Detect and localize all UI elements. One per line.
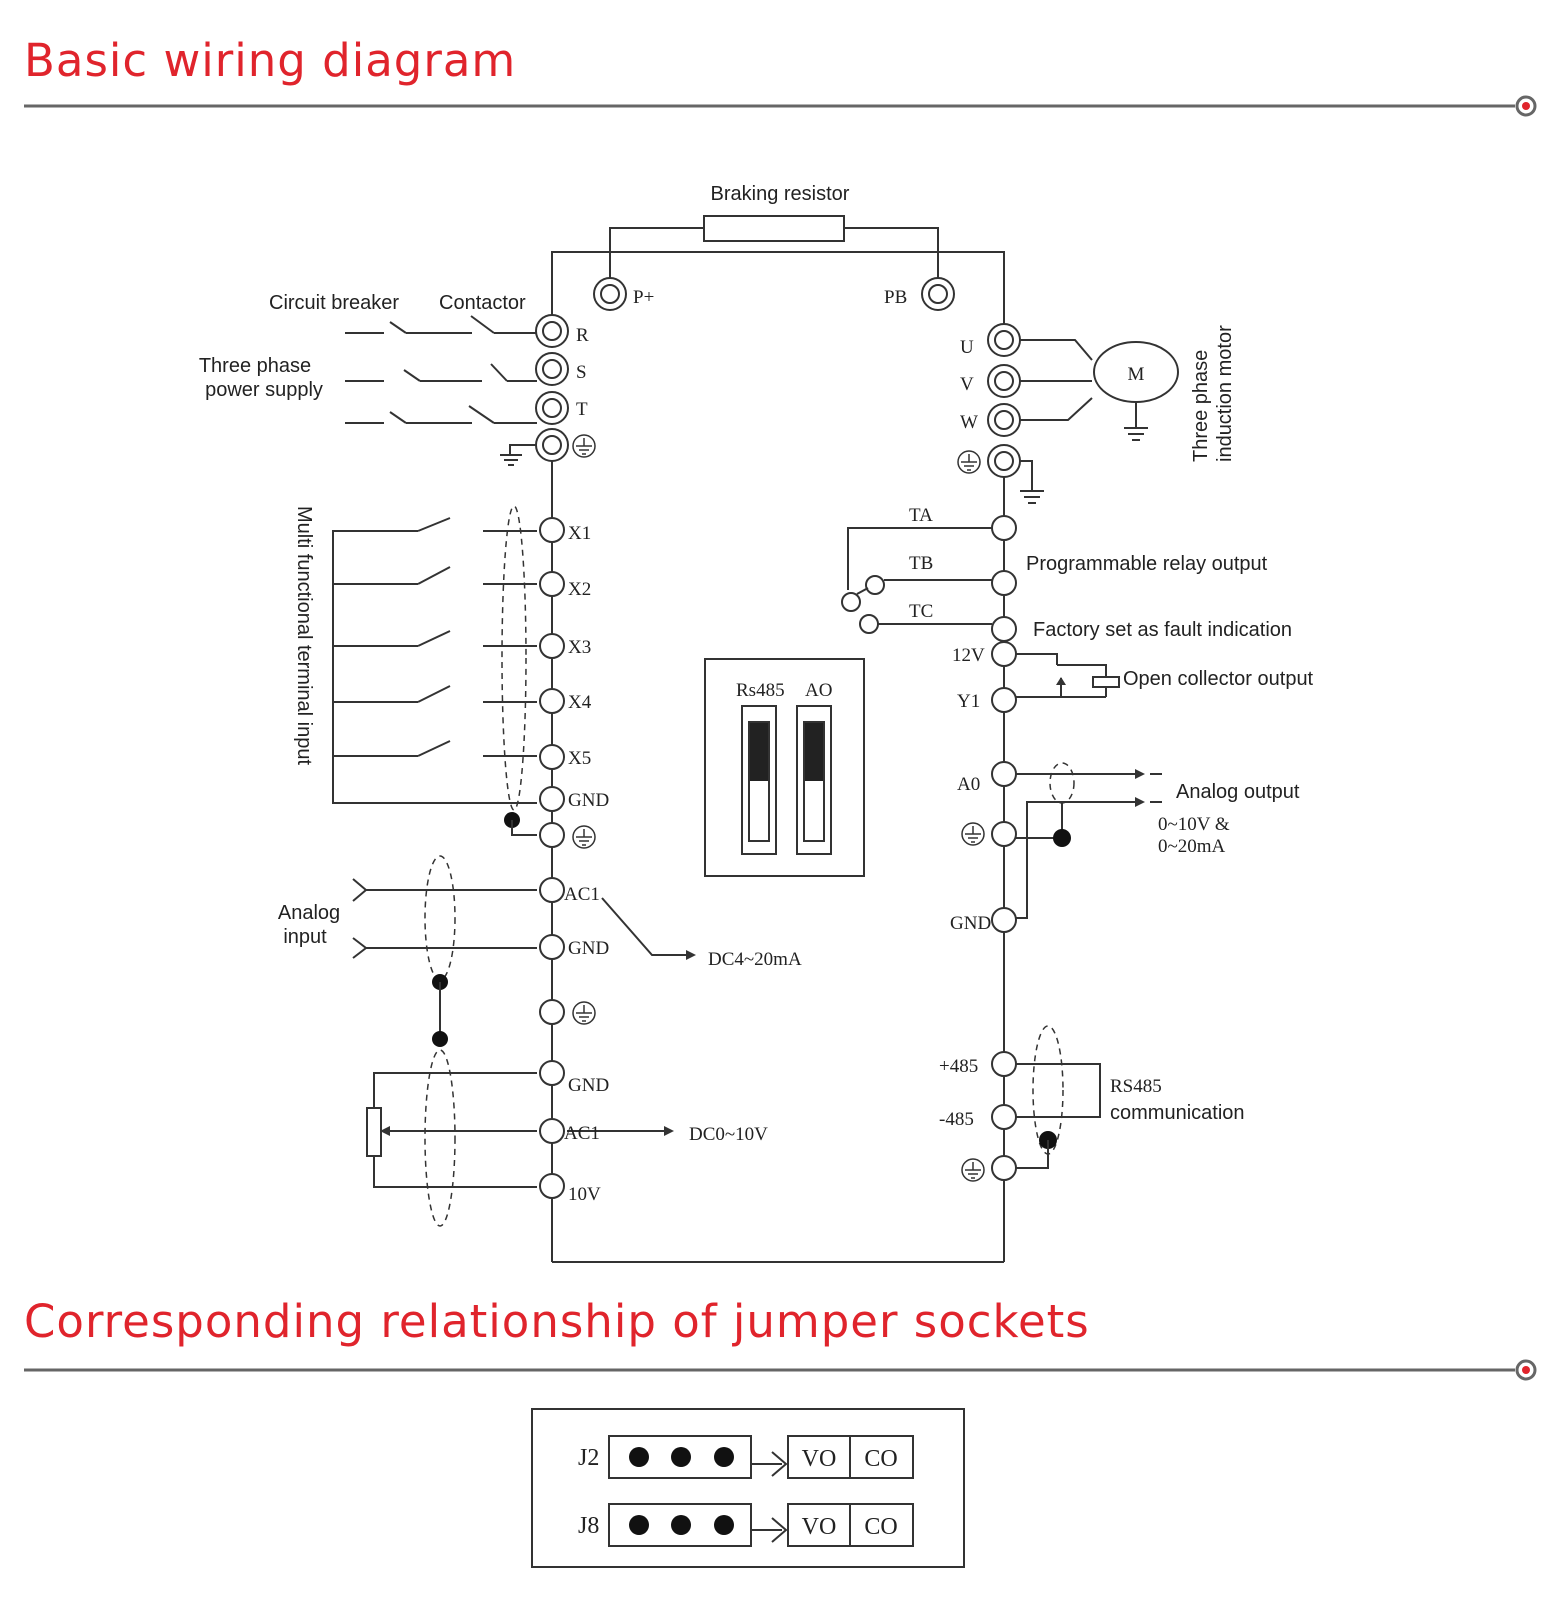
terminal-s: S	[576, 362, 587, 383]
relay-output-label: Programmable relay output	[1026, 553, 1268, 575]
terminal-r: R	[576, 325, 589, 346]
analog-input-wiring	[352, 855, 696, 1047]
analog-input-terminals	[539, 877, 565, 1025]
motor-m-label: M	[1128, 364, 1145, 385]
drive-outline	[551, 251, 1005, 1263]
analog-input-label-line2: input	[283, 926, 327, 948]
terminal-ac1-current: AC1	[564, 884, 600, 905]
terminal-gnd-output: GND	[950, 913, 991, 934]
terminal-ac1-voltage: AC1	[564, 1123, 600, 1144]
voltage-input-terminals	[539, 1060, 565, 1199]
terminal-ta: TA	[909, 505, 933, 526]
jumper-j8-label: J8	[578, 1513, 599, 1539]
heading-wiring-diagram: Basic wiring diagram	[24, 34, 517, 87]
terminal-10v: 10V	[568, 1184, 601, 1205]
terminal-plus-485: +485	[939, 1056, 978, 1077]
terminal-ao: A0	[957, 774, 980, 795]
contactor-label: Contactor	[439, 292, 526, 314]
ground-symbol-input	[500, 434, 596, 466]
main-terminals-rst	[535, 314, 569, 462]
multi-input-switches	[332, 505, 537, 836]
jumper-j2-vo: VO	[802, 1446, 837, 1472]
multi-input-label: Multi functional terminal input	[293, 506, 315, 765]
input-terminals	[539, 517, 565, 848]
terminal-tc: TC	[909, 601, 933, 622]
fault-indication-label: Factory set as fault indication	[1033, 619, 1292, 641]
jumper-j8-vo: VO	[802, 1514, 837, 1540]
heading-rule-jumper	[24, 1359, 1537, 1381]
circuit-breaker-label: Circuit breaker	[269, 292, 399, 314]
relay-output-wiring	[841, 527, 992, 634]
dc-current-label: DC4~20mA	[708, 949, 802, 970]
relay-terminals	[991, 515, 1017, 642]
rs485-wiring	[1016, 1025, 1101, 1169]
rs485-label-line1: RS485	[1110, 1076, 1162, 1097]
jumper-j8-co: CO	[864, 1514, 897, 1540]
dip-label-ao: AO	[805, 680, 832, 701]
heading-rule-wiring	[24, 95, 1537, 117]
dip-switch-box	[704, 658, 865, 877]
terminal-pb: PB	[884, 287, 907, 308]
potentiometer-wiring	[366, 1049, 674, 1227]
rs485-label-line2: communication	[1110, 1102, 1245, 1124]
terminal-x2: X2	[568, 579, 591, 600]
terminal-y1: Y1	[957, 691, 980, 712]
heading-jumper-sockets: Corresponding relationship of jumper soc…	[24, 1295, 1090, 1348]
analog-input-label-line1: Analog	[278, 902, 340, 924]
terminal-t: T	[576, 399, 588, 420]
motor-terminals-uvw	[987, 323, 1093, 504]
braking-resistor	[593, 215, 955, 311]
terminal-minus-485: -485	[939, 1109, 974, 1130]
terminal-x1: X1	[568, 523, 591, 544]
terminal-gnd-analog: GND	[568, 938, 609, 959]
power-input-lines	[345, 315, 537, 424]
terminal-u: U	[960, 337, 974, 358]
power-supply-label-line2: power supply	[205, 379, 323, 401]
ground-symbol-motor	[957, 450, 981, 474]
motor-label-line1: Three phase	[1190, 350, 1212, 462]
terminal-gnd-input: GND	[568, 790, 609, 811]
analog-output-terminals	[991, 761, 1017, 933]
open-collector-label: Open collector output	[1123, 668, 1314, 690]
jumper-j2-row	[608, 1435, 914, 1479]
terminal-x5: X5	[568, 748, 591, 769]
open-collector-terminals	[991, 641, 1017, 713]
terminal-w: W	[960, 412, 978, 433]
dc-voltage-label: DC0~10V	[689, 1124, 768, 1145]
ground-symbol-rs485	[961, 1158, 985, 1182]
terminal-p-plus: P+	[633, 287, 654, 308]
terminal-12v: 12V	[952, 645, 985, 666]
terminal-tb: TB	[909, 553, 933, 574]
ground-symbol-analog	[572, 1001, 596, 1025]
power-supply-label-line1: Three phase	[199, 355, 311, 377]
terminal-gnd-pot: GND	[568, 1075, 609, 1096]
analog-range-line1: 0~10V &	[1158, 814, 1230, 835]
analog-range-line2: 0~20mA	[1158, 836, 1226, 857]
jumper-j2-co: CO	[864, 1446, 897, 1472]
jumper-box	[531, 1408, 965, 1568]
ground-symbol-ao	[961, 822, 985, 846]
terminal-v: V	[960, 374, 974, 395]
open-collector-wiring	[1016, 653, 1120, 698]
motor-symbol	[1093, 341, 1179, 441]
terminal-x4: X4	[568, 692, 592, 713]
ground-symbol-x	[572, 825, 596, 849]
motor-label-line2: induction motor	[1214, 325, 1236, 462]
rs485-terminals	[991, 1051, 1017, 1181]
analog-output-label: Analog output	[1176, 781, 1300, 803]
jumper-j2-label: J2	[578, 1445, 599, 1471]
braking-resistor-label: Braking resistor	[711, 183, 850, 205]
analog-output-wiring	[1016, 762, 1162, 919]
terminal-x3: X3	[568, 637, 591, 658]
jumper-j8-row	[608, 1503, 914, 1547]
dip-label-rs485: Rs485	[736, 680, 785, 701]
